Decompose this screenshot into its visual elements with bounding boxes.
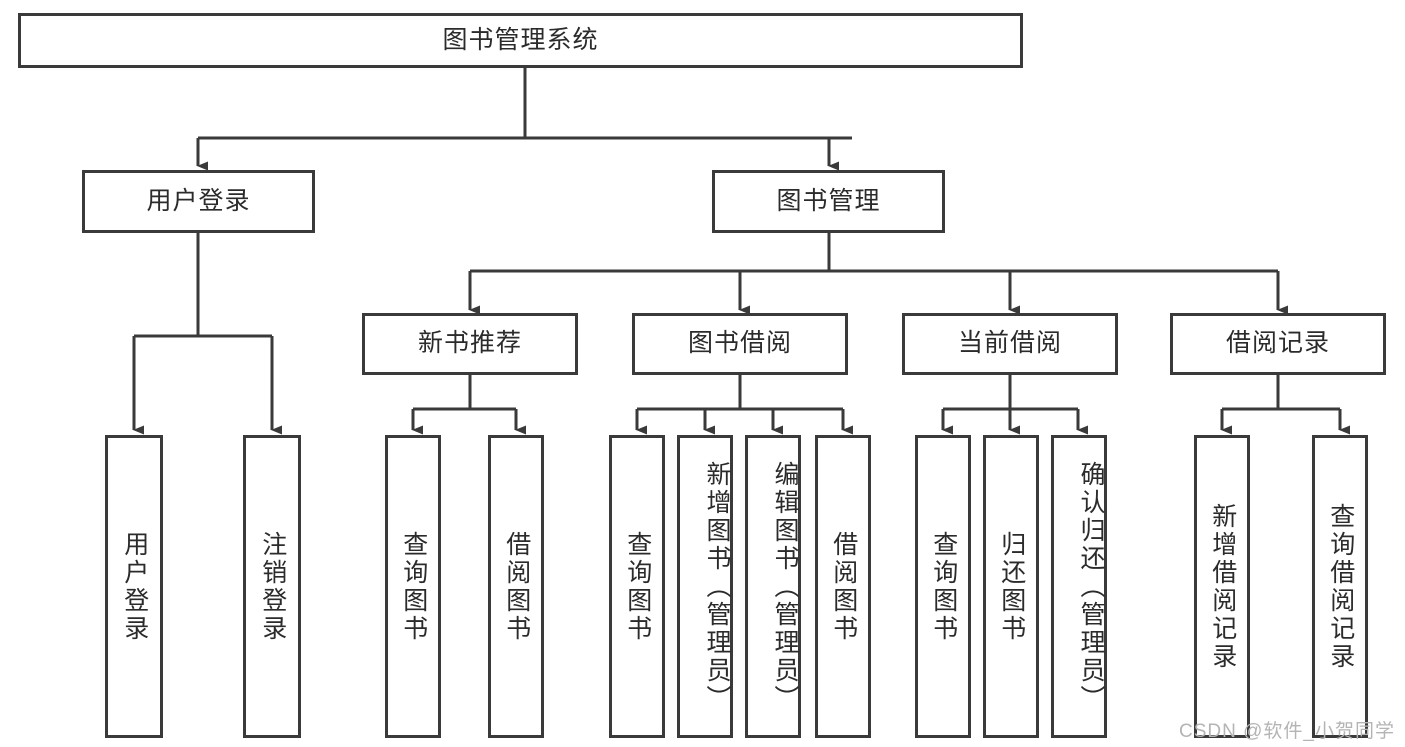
leaf-record-add-record[interactable]: 新增借阅记录: [1194, 435, 1250, 738]
leaf-borrow-edit-book-admin[interactable]: 编辑图书（管理员）: [745, 435, 801, 738]
leaf-record-query-record[interactable]: 查询借阅记录: [1312, 435, 1368, 738]
node-borrow-record[interactable]: 借阅记录: [1170, 313, 1386, 375]
leaf-borrow-borrow-book[interactable]: 借阅图书: [815, 435, 871, 738]
csdn-watermark: CSDN @软件_小贺同学: [1179, 721, 1395, 742]
node-new-book-recommend[interactable]: 新书推荐: [362, 313, 578, 375]
leaf-current-confirm-return-admin[interactable]: 确认归还（管理员）: [1051, 435, 1107, 738]
node-book-management[interactable]: 图书管理: [712, 170, 945, 233]
leaf-current-query-book[interactable]: 查询图书: [915, 435, 971, 738]
leaf-borrow-query-book[interactable]: 查询图书: [609, 435, 665, 738]
leaf-recommend-query-book[interactable]: 查询图书: [385, 435, 441, 738]
leaf-user-login-login[interactable]: 用户登录: [105, 435, 163, 738]
node-root-system[interactable]: 图书管理系统: [18, 13, 1023, 68]
leaf-user-login-logout[interactable]: 注销登录: [243, 435, 301, 738]
node-user-login[interactable]: 用户登录: [82, 170, 315, 233]
node-book-borrow[interactable]: 图书借阅: [632, 313, 848, 375]
leaf-borrow-add-book-admin[interactable]: 新增图书（管理员）: [677, 435, 733, 738]
leaf-recommend-borrow-book[interactable]: 借阅图书: [488, 435, 544, 738]
leaf-current-return-book[interactable]: 归还图书: [983, 435, 1039, 738]
node-current-borrow[interactable]: 当前借阅: [902, 313, 1118, 375]
